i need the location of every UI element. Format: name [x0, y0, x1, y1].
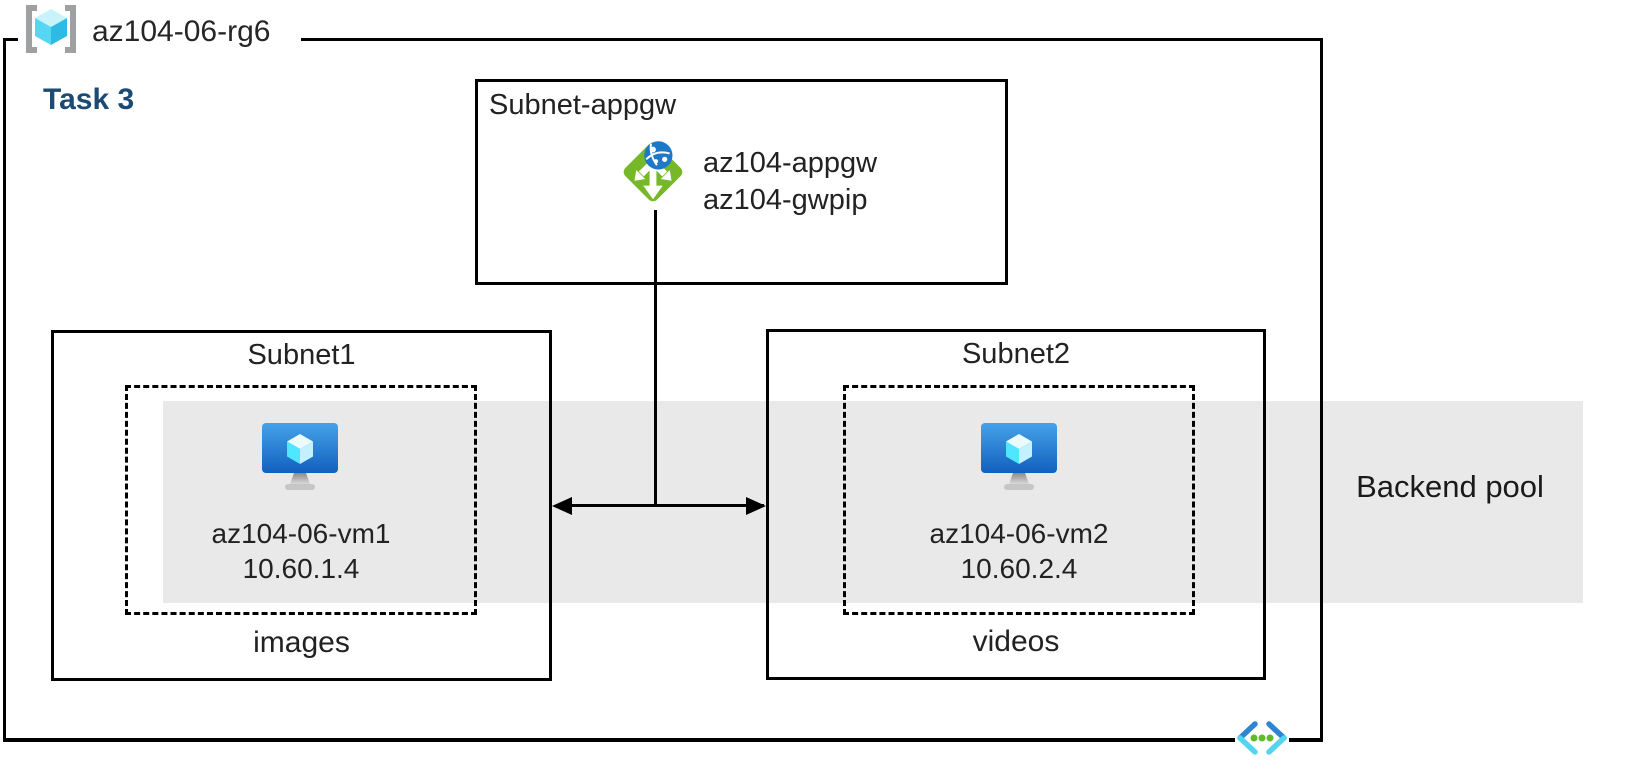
vm1-ip: 10.60.1.4 [242, 553, 360, 584]
arrow-head-right [746, 497, 766, 515]
vm1-name: az104-06-vm1 [211, 518, 391, 549]
subnet1-storage-label: images [253, 626, 350, 659]
virtual-machine-icon [262, 423, 338, 498]
vm2-labels: az104-06-vm2 10.60.2.4 [843, 516, 1195, 586]
subnet1-dashed-group [125, 385, 477, 615]
backend-pool-label: Backend pool [1356, 469, 1544, 504]
resource-group-label: az104-06-rg6 [92, 15, 271, 48]
virtual-network-icon [1232, 716, 1292, 765]
task-heading: Task 3 [43, 83, 135, 116]
subnet1-title: Subnet1 [247, 339, 356, 371]
subnet2-box [766, 329, 1266, 680]
appgw-subnet-box [475, 79, 1008, 285]
subnet1-box [51, 330, 552, 681]
vm1-labels: az104-06-vm1 10.60.1.4 [125, 516, 477, 586]
subnet2-storage-label: videos [972, 625, 1060, 658]
virtual-machine-icon [981, 423, 1057, 498]
application-gateway-icon [614, 133, 692, 216]
resource-group-boundary [3, 38, 1323, 742]
vm2-name: az104-06-vm2 [929, 518, 1109, 549]
appgw-labels: az104-appgw az104-gwpip [703, 145, 877, 219]
appgw-name: az104-appgw [703, 147, 878, 179]
backend-pool-band [163, 401, 1583, 603]
appgw-connector-line [654, 210, 657, 506]
resource-group-border-gap [18, 36, 301, 45]
subnet2-title: Subnet2 [961, 338, 1071, 370]
subnet-arrow-line [556, 504, 764, 507]
subnet2-dashed-group [843, 385, 1195, 615]
appgw-pip-name: az104-gwpip [703, 184, 868, 216]
appgw-subnet-title: Subnet-appgw [489, 89, 677, 121]
vm2-ip: 10.60.2.4 [960, 553, 1078, 584]
arrow-head-left [552, 497, 572, 515]
resource-group-icon [20, 3, 82, 60]
